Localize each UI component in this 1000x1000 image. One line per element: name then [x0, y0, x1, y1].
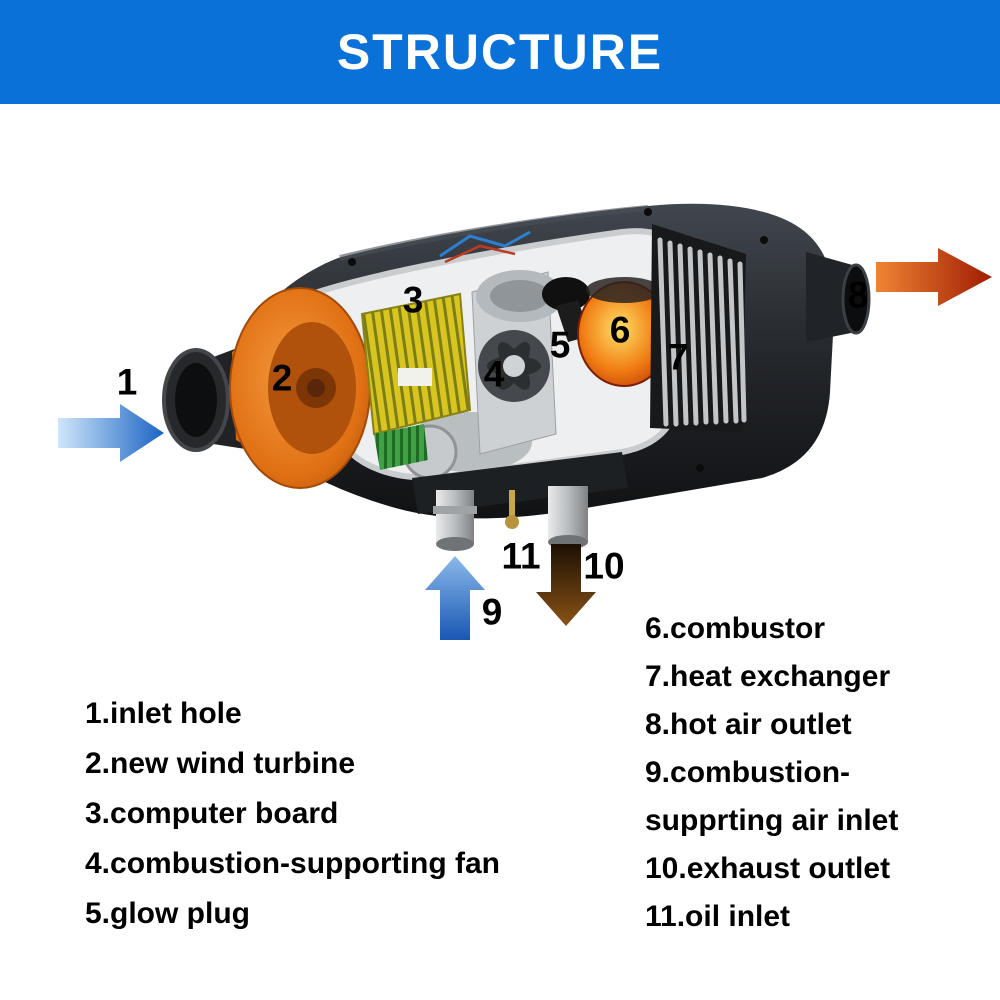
exhaust-outlet-pipe — [548, 486, 588, 549]
legend-item-hot-air-outlet: 8.hot air outlet — [645, 708, 852, 741]
combustor — [577, 277, 671, 387]
page-title: STRUCTURE — [336, 24, 664, 80]
exhaust-outlet-arrow — [536, 544, 596, 626]
callout-9: 9 — [481, 591, 503, 633]
combustion-air-inlet-arrow — [425, 556, 485, 640]
oil-inlet-fitting — [505, 490, 519, 529]
wiring — [439, 230, 531, 264]
callout-1: 1 — [116, 361, 138, 403]
callout-6: 6 — [609, 309, 631, 351]
legend-item-wind-turbine: 2.new wind turbine — [85, 747, 356, 780]
legend-left-column: 1.inlet hole 2.new wind turbine 3.comput… — [85, 697, 500, 947]
callout-5: 5 — [549, 324, 571, 366]
screws — [348, 208, 768, 472]
legend-item-combustion-air-line2: supprting air inlet — [645, 804, 899, 837]
legend-item-heat-exchanger: 7.heat exchanger — [645, 660, 891, 693]
legend-item-combustion-air-line1: 9.combustion- — [645, 756, 851, 789]
hot-air-outlet — [806, 252, 871, 342]
callout-2: 2 — [271, 357, 293, 399]
computer-board — [360, 292, 472, 470]
callout-4: 4 — [483, 353, 505, 395]
inlet-hole — [162, 344, 252, 452]
combustion-air-inlet-pipe — [433, 490, 477, 551]
legend-item-combustor: 6.combustor — [645, 612, 826, 645]
legend-item-exhaust-outlet: 10.exhaust outlet — [645, 852, 891, 885]
header: STRUCTURE — [0, 0, 1000, 104]
legend-item-glow-plug: 5.glow plug — [85, 897, 250, 930]
legend-item-combustion-fan: 4.combustion-supporting fan — [85, 847, 500, 880]
callout-10: 10 — [583, 545, 625, 587]
legend-right-column: 6.combustor 7.heat exchanger 8.hot air o… — [645, 612, 898, 948]
legend-item-computer-board: 3.computer board — [85, 797, 339, 830]
inlet-air-arrow — [58, 404, 164, 462]
callout-8: 8 — [847, 274, 869, 316]
legend-item-oil-inlet: 11.oil inlet — [645, 900, 791, 933]
legend-item-inlet-hole: 1.inlet hole — [85, 697, 242, 730]
callout-11: 11 — [501, 535, 541, 577]
heat-exchanger — [650, 224, 747, 432]
combustion-supporting-fan — [471, 270, 564, 455]
wind-turbine — [229, 287, 371, 489]
callout-7: 7 — [667, 336, 689, 378]
callout-3: 3 — [402, 279, 424, 321]
hot-air-outlet-arrow — [876, 248, 992, 306]
